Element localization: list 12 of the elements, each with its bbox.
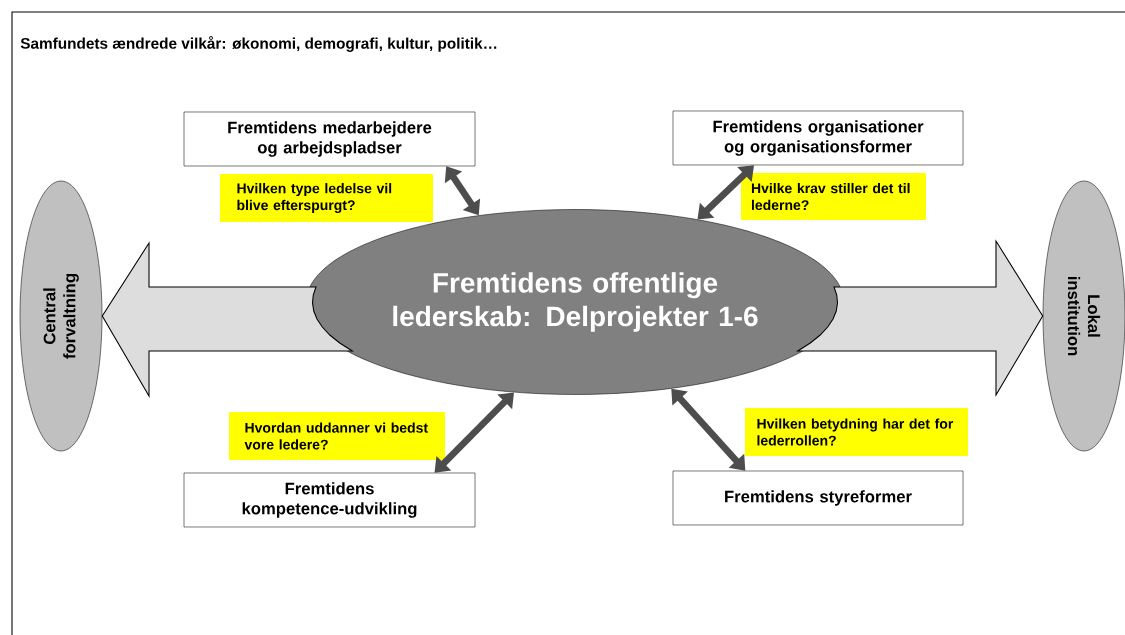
double-arrow	[434, 392, 514, 473]
question-box: Hvilken betydning har det for lederrollen?	[745, 408, 968, 456]
topic-box: Fremtidens organisationer og organisationsformer	[672, 110, 964, 166]
topic-box: Fremtidens styreformer	[672, 470, 964, 526]
topic-box: Fremtidens medarbejdere og arbejdspladser	[183, 111, 476, 167]
question-box: Hvilke krav stiller det til lederne?	[741, 173, 926, 220]
question-box: Hvordan uddanner vi bedst vore ledere?	[229, 412, 445, 460]
block-arrow	[101, 241, 355, 398]
title: Samfundets ændrede vilkår: økonomi, demografi, kultur, politik…	[20, 36, 497, 52]
topic-box: Fremtidens kompetence-udvikling	[183, 472, 476, 528]
question-box: Hvilken type ledelse vil blive efterspurgt?	[220, 174, 433, 222]
block-arrow	[795, 239, 1044, 397]
